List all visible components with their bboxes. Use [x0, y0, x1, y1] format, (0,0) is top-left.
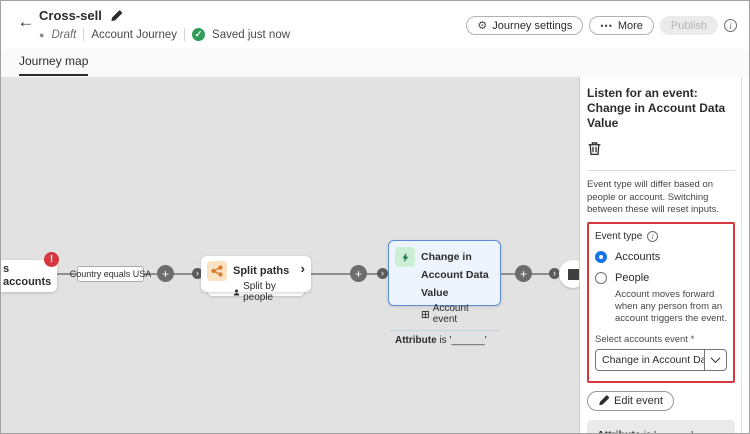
status-badge: Draft: [51, 28, 77, 41]
connector-arrow-icon: ›: [549, 268, 560, 279]
panel-title: Listen for an event: Change in Account D…: [587, 86, 726, 130]
plus-icon: +: [161, 266, 169, 281]
divider: [184, 28, 186, 41]
journey-settings-label: Journey settings: [492, 19, 573, 32]
more-button[interactable]: ••• More: [589, 16, 654, 35]
attribute-summary: Attribute is '______': [587, 420, 735, 433]
accounts-event-select[interactable]: Change in Account Data Value: [595, 348, 727, 371]
publish-label: Publish: [670, 19, 707, 32]
status-dot-icon: ●: [39, 29, 45, 40]
tab-bar: Journey map: [1, 49, 749, 77]
add-activity-button[interactable]: +: [515, 265, 532, 282]
tab-journey-map[interactable]: Journey map: [19, 54, 89, 76]
expand-split-icon[interactable]: ›: [300, 261, 305, 276]
read-node-subtitle: accounts: [3, 276, 52, 288]
read-node-title: s: [3, 263, 10, 275]
radio-selected-icon: [595, 250, 607, 263]
header-actions: ⚙ Journey settings ••• More Publish i: [466, 16, 737, 35]
publish-button[interactable]: Publish: [659, 16, 718, 35]
divider: [587, 170, 735, 171]
split-node-subtitle: Split by people: [243, 281, 276, 303]
end-square-icon: [567, 268, 579, 280]
event-node-title: Change in Account Data Value: [421, 251, 489, 299]
more-label: More: [617, 19, 643, 32]
people-help-text: Account moves forward when any person fr…: [615, 288, 727, 324]
panel-scrollbar[interactable]: [741, 77, 742, 433]
connector-arrow-icon: ›: [377, 268, 388, 279]
split-node-title: Split paths: [233, 265, 290, 277]
plus-icon: +: [519, 266, 527, 281]
edit-title-icon[interactable]: [110, 9, 122, 22]
divider: [389, 330, 500, 331]
panel-intro-text: Event type will differ based on people o…: [587, 179, 720, 215]
event-type-label: Event type: [595, 230, 643, 242]
divider: [83, 28, 85, 41]
plus-icon: +: [354, 266, 362, 281]
add-activity-button[interactable]: +: [157, 265, 174, 282]
gear-icon: ⚙: [477, 20, 488, 32]
error-badge-icon: !: [44, 252, 59, 267]
info-icon[interactable]: i: [647, 230, 659, 242]
highlight-annotation-box: Event type i Accounts People Account mov…: [587, 221, 735, 383]
split-icon: [207, 261, 227, 281]
select-event-label: Select accounts event *: [595, 333, 695, 345]
edit-event-button[interactable]: Edit event: [587, 390, 674, 411]
save-status: Saved just now: [212, 28, 291, 41]
edit-event-label: Edit event: [614, 394, 663, 407]
account-icon: [421, 310, 429, 318]
more-icon: •••: [600, 20, 613, 31]
journey-settings-button[interactable]: ⚙ Journey settings: [466, 16, 584, 35]
radio-unselected-icon: [595, 271, 607, 284]
split-paths-node[interactable]: Split paths Split by people ›: [201, 256, 311, 303]
condition-label[interactable]: Country equals USA: [70, 266, 151, 282]
pencil-icon: [599, 395, 609, 406]
publish-info-icon[interactable]: i: [724, 19, 737, 32]
page-title: Cross-sell: [39, 8, 102, 23]
header: ← Cross-sell ● Draft Account Journey ✓ S…: [1, 1, 749, 49]
chevron-down-icon: [704, 349, 726, 370]
event-config-panel: Listen for an event: Change in Account D…: [579, 77, 749, 433]
journey-title-block: Cross-sell ● Draft Account Journey ✓ Sav…: [39, 8, 290, 41]
event-node-selected[interactable]: Change in Account Data Value Account eve…: [388, 240, 501, 346]
connector-arrow-icon: ›: [192, 268, 203, 279]
delete-icon[interactable]: [587, 139, 605, 157]
journey-type-label: Account Journey: [91, 28, 178, 41]
select-value: Change in Account Data Value: [602, 353, 704, 366]
event-node-subtitle: Account event: [432, 303, 469, 325]
radio-accounts[interactable]: Accounts: [595, 250, 727, 263]
event-node-attribute: Attribute is '______': [395, 335, 487, 346]
saved-check-icon: ✓: [192, 28, 206, 41]
event-bolt-icon: [395, 247, 415, 267]
back-icon[interactable]: ←: [15, 11, 37, 33]
add-activity-button[interactable]: +: [350, 265, 367, 282]
person-icon: [233, 288, 240, 296]
radio-people[interactable]: People: [595, 271, 727, 284]
